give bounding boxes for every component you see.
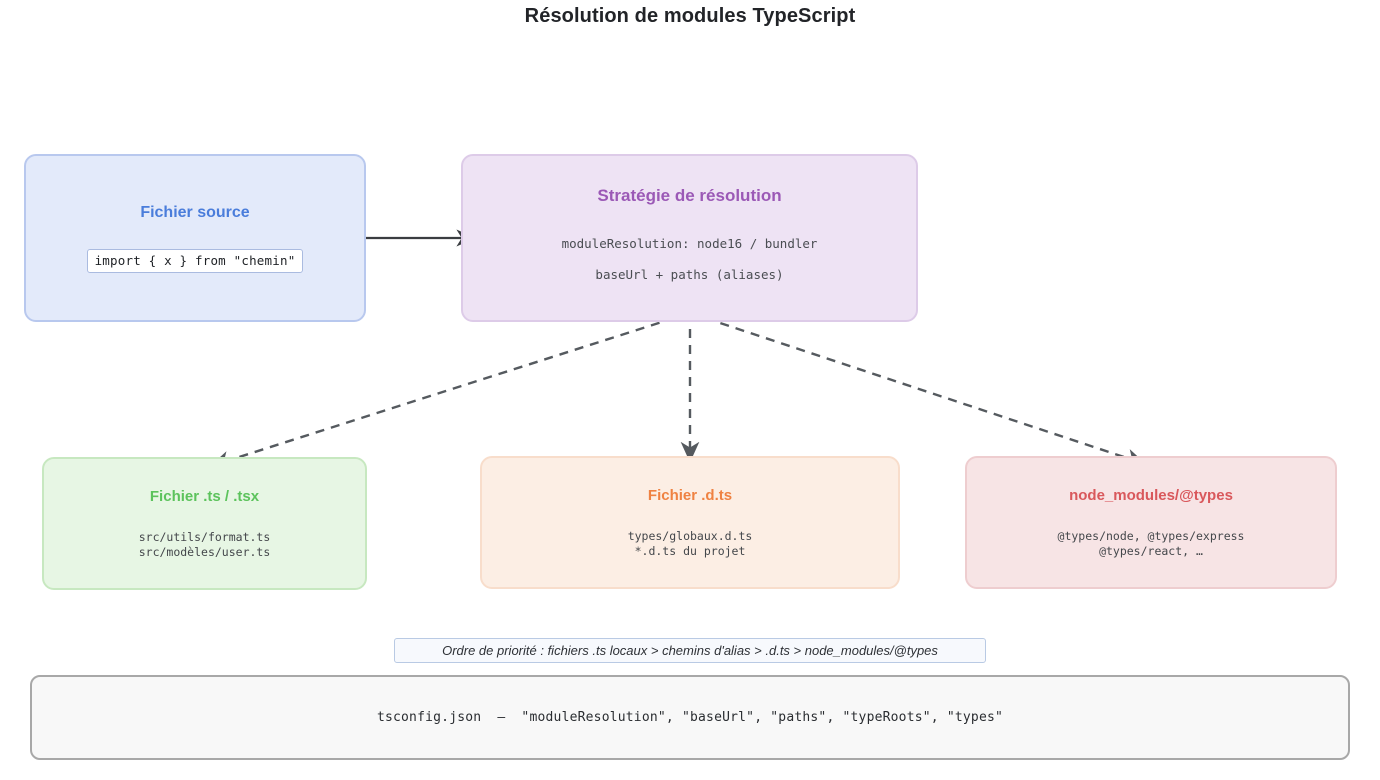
node-fichier-source-title: Fichier source <box>140 204 250 222</box>
node-fichier-dts[interactable]: Fichier .d.ts types/globaux.d.ts *.d.ts … <box>480 456 900 589</box>
node-fichier-dts-title: Fichier .d.ts <box>647 486 733 504</box>
dts-path-line-2: *.d.ts du projet <box>634 543 746 558</box>
node-node-modules-types-details: @types/node, @types/express @types/react… <box>1058 529 1245 558</box>
node-fichier-source[interactable]: Fichier source import { x } from "chemin… <box>24 154 366 322</box>
node-modules-line-1: @types/node, @types/express <box>1057 528 1245 543</box>
node-node-modules-types-title: node_modules/@types <box>1069 486 1233 504</box>
tsconfig-summary-text: tsconfig.json — "moduleResolution", "bas… <box>376 710 1004 725</box>
node-fichier-ts-tsx-title: Fichier .ts / .tsx <box>149 487 260 505</box>
strategy-line-base-url: baseUrl + paths (aliases) <box>595 267 784 283</box>
node-modules-line-2: @types/react, … <box>1099 543 1203 558</box>
priority-order-note: Ordre de priorité : fichiers .ts locaux … <box>394 638 986 663</box>
node-strategie-title: Stratégie de résolution <box>597 185 782 205</box>
strategy-line-module-resolution: moduleResolution: node16 / bundler <box>561 235 818 251</box>
node-node-modules-types[interactable]: node_modules/@types @types/node, @types/… <box>965 456 1337 589</box>
node-fichier-ts-tsx-details: src/utils/format.ts src/modèles/user.ts <box>139 530 271 559</box>
ts-path-line-2: src/modèles/user.ts <box>138 544 271 559</box>
ts-path-line-1: src/utils/format.ts <box>138 529 271 544</box>
node-strategie-details: moduleResolution: node16 / bundler baseU… <box>562 228 818 291</box>
import-statement-chip: import { x } from "chemin" <box>86 248 304 273</box>
page-title: Résolution de modules TypeScript <box>524 5 856 27</box>
arrow-strategy-to-node-modules <box>689 311 1147 467</box>
node-strategie-de-resolution[interactable]: Stratégie de résolution moduleResolution… <box>461 154 918 322</box>
arrow-strategy-to-ts <box>209 311 691 470</box>
tsconfig-summary-box: tsconfig.json — "moduleResolution", "bas… <box>30 675 1350 760</box>
node-fichier-dts-details: types/globaux.d.ts *.d.ts du projet <box>628 529 753 558</box>
node-fichier-ts-tsx[interactable]: Fichier .ts / .tsx src/utils/format.ts s… <box>42 457 367 590</box>
dts-path-line-1: types/globaux.d.ts <box>627 528 753 543</box>
